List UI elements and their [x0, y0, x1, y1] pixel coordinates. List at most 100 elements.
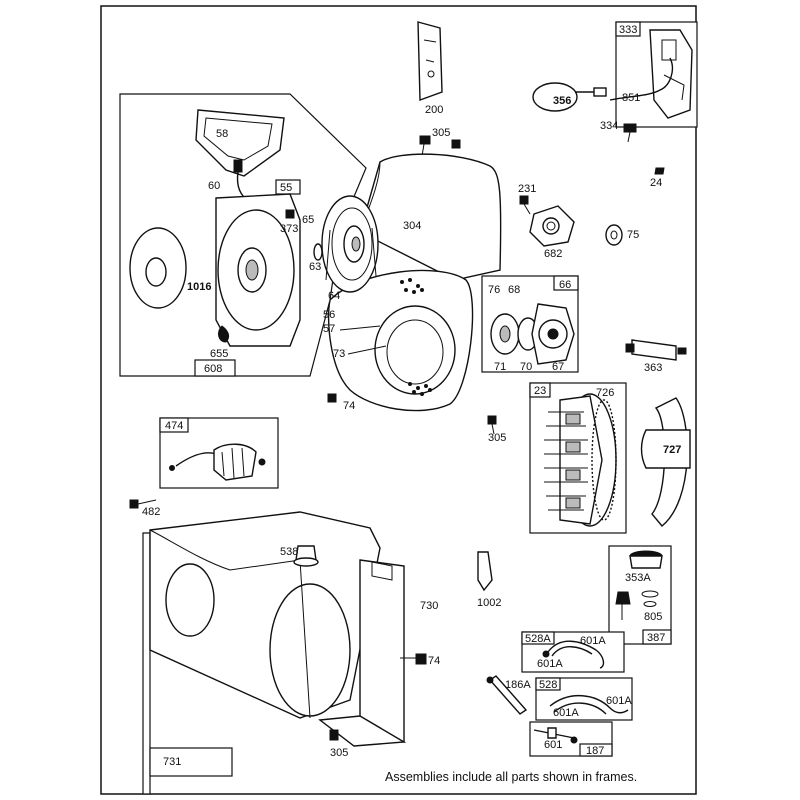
tank-bracket-730 — [318, 559, 407, 747]
label-851: 851 — [622, 92, 640, 104]
screw-305-mid — [487, 415, 497, 435]
label-305-top: 305 — [432, 127, 450, 139]
flywheel-guard-727 — [640, 397, 691, 527]
label-57: 57 — [323, 323, 335, 335]
label-231: 231 — [518, 183, 536, 195]
screw-231 — [519, 195, 531, 215]
clip-655 — [218, 325, 230, 343]
bracket-200 — [417, 21, 443, 101]
tag-23 — [529, 382, 551, 398]
label-305-mid: 305 — [488, 432, 506, 444]
label-305-bottom: 305 — [330, 747, 348, 759]
label-356: 356 — [553, 95, 571, 107]
label-74-lower: 74 — [428, 655, 440, 667]
label-67: 67 — [552, 361, 564, 373]
fuel-line-187 — [533, 727, 578, 744]
label-63: 63 — [309, 261, 321, 273]
screw-65 — [285, 209, 295, 219]
label-528A: 528A — [525, 633, 551, 645]
label-1016: 1016 — [187, 281, 211, 293]
armature-333 — [609, 29, 693, 119]
label-23: 23 — [534, 385, 546, 397]
label-200: 200 — [425, 104, 443, 116]
label-64: 64 — [328, 290, 340, 302]
pin-24 — [654, 167, 665, 175]
label-601: 601 — [544, 739, 562, 751]
label-60: 60 — [208, 180, 220, 192]
tag-528A — [521, 631, 555, 645]
label-68: 68 — [508, 284, 520, 296]
screw-334 — [623, 123, 637, 143]
starter-clutch — [490, 303, 575, 365]
label-373: 373 — [280, 223, 298, 235]
label-66: 66 — [559, 279, 571, 291]
screw-74-lower — [400, 653, 427, 665]
tag-608 — [194, 359, 236, 377]
label-75: 75 — [627, 229, 639, 241]
washer-75 — [605, 224, 623, 246]
label-333: 333 — [619, 24, 637, 36]
screw-74-upper — [327, 393, 337, 403]
cap-353A — [629, 550, 663, 569]
tag-387 — [642, 629, 672, 645]
label-601A-2: 601A — [537, 658, 563, 670]
spring-63 — [313, 243, 323, 261]
label-363: 363 — [644, 362, 662, 374]
label-655: 655 — [210, 348, 228, 360]
flywheel — [544, 393, 617, 527]
label-482: 482 — [142, 506, 160, 518]
label-805: 805 — [644, 611, 662, 623]
label-187: 187 — [586, 745, 604, 757]
starter-housing — [215, 193, 301, 347]
label-726: 726 — [596, 387, 614, 399]
label-731: 731 — [163, 756, 181, 768]
label-304: 304 — [403, 220, 421, 232]
bearing-plate-682 — [529, 205, 575, 247]
label-601A-1: 601A — [580, 635, 606, 647]
label-58: 58 — [216, 128, 228, 140]
screw-482 — [129, 499, 157, 509]
label-682: 682 — [544, 248, 562, 260]
label-474: 474 — [165, 420, 183, 432]
label-730: 730 — [420, 600, 438, 612]
stop-switch-474 — [169, 443, 266, 481]
leader-57 — [339, 325, 381, 331]
label-334: 334 — [600, 120, 618, 132]
label-55: 55 — [280, 182, 292, 194]
starter-pulley — [321, 195, 379, 293]
tag-731 — [149, 747, 233, 777]
label-74-upper: 74 — [343, 400, 355, 412]
label-727: 727 — [663, 444, 681, 456]
fuel-tank-731 — [149, 511, 381, 719]
label-608: 608 — [204, 363, 222, 375]
label-56: 56 — [323, 309, 335, 321]
label-353A: 353A — [625, 572, 651, 584]
fuel-line-528A — [542, 640, 605, 669]
tag-333 — [615, 21, 641, 37]
label-528: 528 — [539, 679, 557, 691]
vent-assembly — [615, 590, 659, 620]
tag-528 — [535, 677, 561, 691]
tag-66 — [553, 275, 579, 291]
tag-474 — [159, 417, 189, 433]
terminal-363 — [625, 339, 687, 361]
fuel-line-528 — [549, 694, 629, 715]
label-65: 65 — [302, 214, 314, 226]
label-538: 538 — [280, 546, 298, 558]
fuel-line-1002 — [477, 551, 493, 592]
label-73: 73 — [333, 348, 345, 360]
label-387: 387 — [647, 632, 665, 644]
label-24: 24 — [650, 177, 662, 189]
label-70: 70 — [520, 361, 532, 373]
label-601A-4: 601A — [553, 707, 579, 719]
label-1002: 1002 — [477, 597, 501, 609]
starter-handle-58 — [195, 109, 285, 177]
leader-73 — [347, 345, 387, 355]
screw-305-bottom — [329, 729, 339, 741]
rotating-screen-1016 — [129, 227, 187, 309]
ground-wire-356 — [532, 82, 607, 112]
blower-housing-304 — [327, 153, 502, 412]
diagram-border — [100, 5, 697, 795]
screw-305-top — [419, 135, 461, 157]
